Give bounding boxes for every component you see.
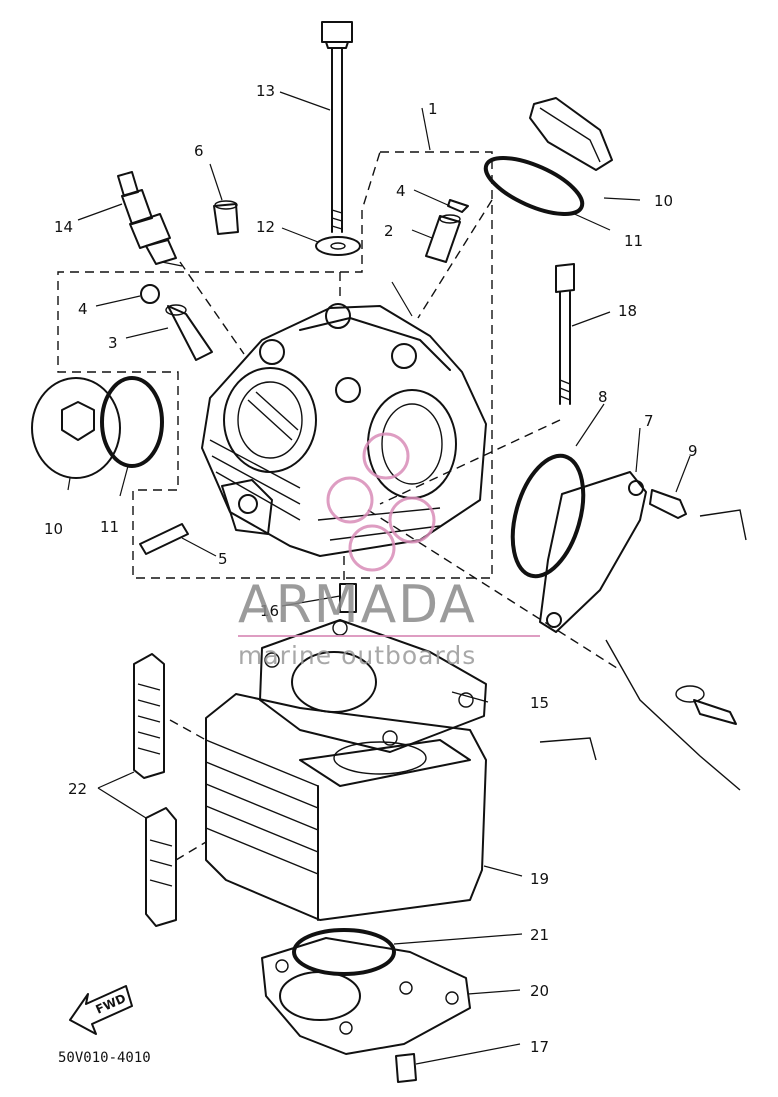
- long-bolt: [321, 21, 353, 233]
- crankcase-outline: [539, 509, 747, 791]
- label-part-22: 22: [68, 780, 87, 798]
- right-o-ring: [483, 156, 585, 216]
- valve-guide-lower: [165, 304, 213, 361]
- label-part-18: 18: [618, 302, 637, 320]
- pin-top: [447, 199, 469, 213]
- part-numbers: 1 2 3 4 4 5 6 7 8 9 10 10 11 11 12 13 14…: [44, 82, 698, 1056]
- left-tappet-cover: [31, 377, 121, 479]
- label-part-20: 20: [530, 982, 549, 1000]
- short-stud: [139, 523, 189, 555]
- left-o-ring: [100, 376, 164, 468]
- diagram-code: 50V010-4010: [58, 1050, 151, 1066]
- label-part-5: 5: [218, 550, 228, 568]
- label-part-6: 6: [194, 142, 204, 160]
- label-part-15: 15: [530, 694, 549, 712]
- label-part-7: 7: [644, 412, 654, 430]
- cover-o-ring: [510, 453, 586, 579]
- label-part-2: 2: [384, 222, 394, 240]
- label-part-12: 12: [256, 218, 275, 236]
- cylinder: [205, 693, 487, 921]
- head-gasket: [259, 619, 487, 753]
- label-part-13: 13: [256, 82, 275, 100]
- label-part-21: 21: [530, 926, 549, 944]
- spark-plug: [117, 171, 183, 267]
- label-part-8: 8: [598, 388, 608, 406]
- label-part-3: 3: [108, 334, 118, 352]
- fwd-label: FWD: [94, 991, 128, 1017]
- label-part-1: 1: [428, 100, 438, 118]
- label-part-10-left: 10: [44, 520, 63, 538]
- label-part-4-left: 4: [78, 300, 88, 318]
- label-part-9: 9: [688, 442, 698, 460]
- stud-bolt: [555, 263, 575, 405]
- watermark-brand: ARMADA: [238, 575, 477, 635]
- armada-watermark: ARMADA marine outboards: [238, 432, 540, 670]
- leader-lines: [67, 91, 691, 1065]
- cam-chain-guides: [133, 653, 177, 927]
- washer: [315, 236, 361, 256]
- head-assembly-boundary: [57, 151, 493, 579]
- label-part-4-top: 4: [396, 182, 406, 200]
- cylinder-o-ring: [292, 928, 396, 976]
- label-part-19: 19: [530, 870, 549, 888]
- side-cover: [539, 471, 647, 633]
- label-part-16: 16: [260, 602, 279, 620]
- right-tappet-cover: [529, 97, 613, 171]
- label-part-17: 17: [530, 1038, 549, 1056]
- dowel-pin-upper: [339, 583, 357, 613]
- cylinder-head: [201, 303, 487, 557]
- watermark-tagline: marine outboards: [238, 641, 476, 670]
- valve-guide-upper: [425, 214, 461, 263]
- cap-nut: [213, 200, 239, 235]
- label-part-14: 14: [54, 218, 73, 236]
- cover-bolt: [649, 489, 687, 519]
- label-part-11-right: 11: [624, 232, 643, 250]
- forward-arrow: FWD: [69, 985, 133, 1035]
- label-part-10-right: 10: [654, 192, 673, 210]
- dowel-pin-lower: [395, 1053, 417, 1083]
- label-part-11-left: 11: [100, 518, 119, 536]
- base-gasket: [261, 937, 471, 1055]
- ball: [140, 284, 160, 304]
- armada-logo-mark: [326, 432, 436, 572]
